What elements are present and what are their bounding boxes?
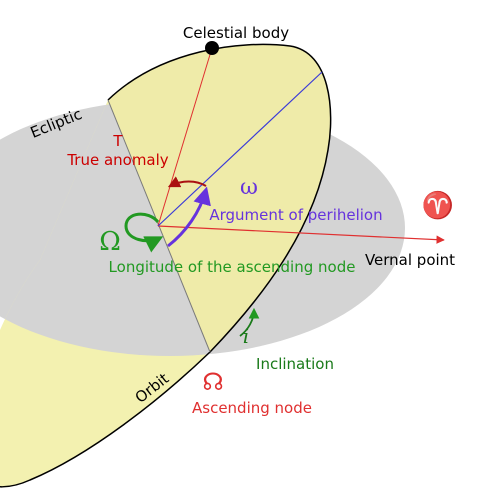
longitude-ascending-node-label: Longitude of the ascending node — [109, 258, 356, 276]
orbit-plane-upper — [108, 44, 331, 352]
omega-symbol: ω — [240, 175, 258, 200]
radius-vector-line — [157, 47, 213, 227]
orbit-ellipse — [0, 43, 332, 488]
true-anomaly-symbol: T — [112, 132, 123, 150]
inclination-arc — [239, 307, 260, 337]
ascending-node-longitude-symbol: Ω — [99, 227, 121, 257]
ascending-node-label: Ascending node — [192, 399, 312, 417]
true-anomaly-arc — [167, 176, 207, 188]
argument-of-perihelion-label: Argument of perihelion — [209, 206, 382, 224]
ascending-node-symbol: ☊ — [202, 368, 223, 396]
argument-of-perihelion-arc — [167, 186, 211, 248]
true-anomaly-label: True anomaly — [66, 151, 168, 169]
inclination-label: Inclination — [256, 355, 334, 373]
vernal-point-label: Vernal point — [365, 251, 455, 269]
perihelion-line — [157, 71, 323, 227]
celestial-body-dot — [205, 41, 219, 55]
celestial-body-label: Celestial body — [183, 24, 289, 42]
inclination-symbol: i — [243, 324, 249, 348]
orbit-plane-behind — [0, 100, 210, 356]
vernal-point-arrow — [157, 225, 445, 244]
ascending-node-longitude-arc — [124, 212, 164, 253]
vernal-point-symbol: ♈ — [422, 190, 454, 221]
